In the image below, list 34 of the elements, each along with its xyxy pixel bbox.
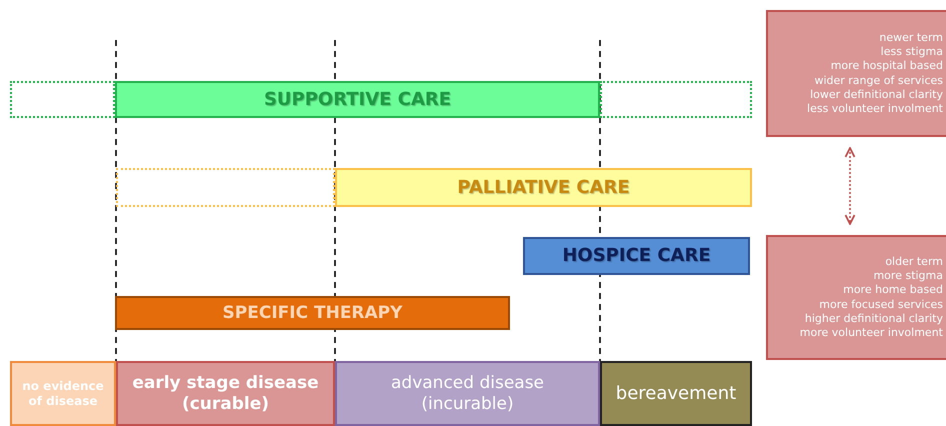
comparison-box: [766, 10, 946, 137]
extent-outline: [10, 81, 115, 118]
care-bar: [115, 81, 600, 118]
comparison-item: lower definitional clarity: [810, 88, 943, 102]
comparison-item: more focused services: [819, 298, 943, 312]
node-label: SPECIFIC THERAPY: [222, 302, 402, 324]
node-label: PALLIATIVE CARE: [457, 176, 630, 198]
comparison-item: more hospital based: [830, 59, 943, 74]
node-label: early stage disease (curable): [131, 373, 320, 414]
node-label: HOSPICE CARE: [562, 245, 711, 267]
comparison-item: older term: [885, 254, 943, 269]
extent-outline: [116, 168, 335, 207]
stage-box: [600, 361, 752, 426]
comparison-item: wider range of services: [814, 74, 943, 88]
comparison-item: less volunteer involment: [807, 102, 943, 116]
comparison-item: more stigma: [873, 268, 943, 284]
comparison-item: newer term: [879, 30, 943, 45]
node-label: bereavement: [616, 382, 736, 404]
double-arrow: [844, 147, 856, 225]
comparison-item: more home based: [843, 283, 943, 298]
stage-box: [335, 361, 600, 426]
node-label: SUPPORTIVE CARE: [264, 88, 452, 110]
extent-outline: [600, 81, 752, 118]
stage-box: [10, 361, 116, 426]
comparison-box: [766, 235, 946, 360]
comparison-item: less stigma: [880, 44, 943, 60]
node-label: advanced disease (incurable): [390, 373, 546, 414]
comparison-item: more volunteer involment: [800, 326, 943, 340]
stage-box: [116, 361, 335, 426]
therapy-bar: [115, 296, 510, 330]
care-bar: [335, 168, 752, 207]
comparison-item: higher definitional clarity: [804, 312, 943, 326]
care-bar: [523, 237, 750, 275]
node-label: no evidence of disease: [22, 378, 104, 408]
